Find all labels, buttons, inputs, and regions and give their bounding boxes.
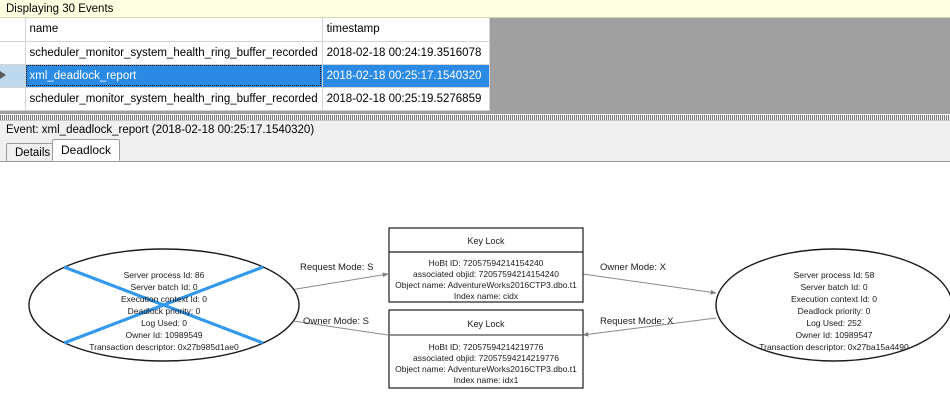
cell-timestamp[interactable]: 2018-02-18 00:24:19.3516078 [322, 41, 490, 65]
detail-tabstrip[interactable]: Details Deadlock [0, 139, 950, 161]
current-row-arrow-icon [0, 71, 6, 80]
resource-node-bottom[interactable]: Key Lock HoBt ID: 72057594214219776 asso… [388, 309, 584, 389]
resource-top-line-2: Object name: AdventureWorks2016CTP3.dbo.… [395, 280, 577, 290]
table-row[interactable]: scheduler_monitor_system_health_ring_buf… [0, 87, 490, 111]
edge-label-right-request-bottom: Request Mode: X [600, 316, 674, 327]
deadlock-graph-canvas[interactable]: Request Mode: S Owner Mode: X Owner Mode… [0, 161, 950, 393]
resource-bottom-line-3: Index name: idx1 [454, 375, 519, 385]
event-detail-pane: Event: xml_deadlock_report (2018-02-18 0… [0, 121, 950, 161]
table-row-selected[interactable]: xml_deadlock_report 2018-02-18 00:25:17.… [0, 64, 490, 88]
cell-timestamp[interactable]: 2018-02-18 00:25:17.1540320 [322, 64, 490, 88]
cell-name[interactable]: scheduler_monitor_system_health_ring_buf… [25, 41, 323, 65]
process-left-line-1: Server batch Id: 0 [130, 282, 197, 292]
process-right-line-3: Deadlock priority: 0 [798, 306, 871, 316]
resource-bottom-title: Key Lock [467, 319, 505, 329]
cell-name[interactable]: scheduler_monitor_system_health_ring_buf… [25, 87, 323, 111]
events-grid-area[interactable]: name timestamp scheduler_monitor_system_… [0, 18, 950, 114]
cell-timestamp[interactable]: 2018-02-18 00:25:19.5276859 [322, 87, 490, 111]
row-selector-cell[interactable] [0, 64, 26, 88]
resource-top-line-1: associated objid: 72057594214154240 [413, 269, 559, 279]
resource-node-top-shape[interactable] [388, 227, 584, 303]
resource-top-line-0: HoBt ID: 72057594214154240 [429, 258, 544, 268]
table-header-row: name timestamp [0, 18, 490, 42]
process-right-line-6: Transaction descriptor: 0x27ba15a4490 [759, 342, 909, 352]
cell-name[interactable]: xml_deadlock_report [25, 64, 323, 88]
pane-splitter[interactable] [0, 114, 950, 121]
status-banner: Displaying 30 Events [0, 0, 950, 18]
resource-top-line-3: Index name: cidx [454, 291, 519, 301]
process-left-line-6: Transaction descriptor: 0x27b985d1ae0 [89, 342, 239, 352]
process-right-line-2: Execution context Id: 0 [791, 294, 877, 304]
victim-cross-icon [63, 265, 264, 345]
row-selector-cell[interactable] [0, 41, 26, 65]
resource-bottom-line-2: Object name: AdventureWorks2016CTP3.dbo.… [395, 364, 577, 374]
process-right-line-4: Log Used: 252 [806, 318, 862, 328]
process-left-line-2: Execution context Id: 0 [121, 294, 207, 304]
status-banner-text: Displaying 30 Events [6, 2, 114, 15]
process-node-left[interactable]: Server process Id: 86 Server batch Id: 0… [28, 248, 300, 362]
event-title: Event: xml_deadlock_report (2018-02-18 0… [6, 124, 315, 136]
resource-node-top[interactable]: Key Lock HoBt ID: 72057594214154240 asso… [388, 227, 584, 303]
process-left-line-3: Deadlock priority: 0 [128, 306, 201, 316]
edge-top-owner-right[interactable]: Owner Mode: X [582, 262, 717, 295]
edge-label-top-owner-right: Owner Mode: X [600, 262, 667, 273]
resource-node-bottom-shape[interactable] [388, 309, 584, 389]
table-row[interactable]: scheduler_monitor_system_health_ring_buf… [0, 41, 490, 65]
resource-bottom-line-0: HoBt ID: 72057594214219776 [429, 342, 544, 352]
tab-deadlock[interactable]: Deadlock [52, 139, 121, 161]
column-header-name[interactable]: name [25, 18, 323, 42]
edge-label-bottom-owner-left: Owner Mode: S [303, 316, 369, 327]
column-header-timestamp[interactable]: timestamp [322, 18, 490, 42]
edge-right-request-bottom[interactable]: Request Mode: X [582, 316, 717, 337]
edge-label-left-request-top: Request Mode: S [300, 262, 373, 273]
process-left-line-0: Server process Id: 86 [124, 270, 205, 280]
row-selector-cell[interactable] [0, 87, 26, 111]
process-node-right[interactable]: Server process Id: 58 Server batch Id: 0… [715, 248, 950, 362]
resource-bottom-line-1: associated objid: 72057594214219776 [413, 353, 559, 363]
process-left-line-5: Owner Id: 10989549 [125, 330, 202, 340]
resource-top-title: Key Lock [467, 236, 505, 246]
process-node-right-shape[interactable] [715, 248, 950, 362]
column-header-selector[interactable] [0, 18, 26, 42]
process-right-line-5: Owner Id: 10989547 [795, 330, 872, 340]
process-right-line-1: Server batch Id: 0 [800, 282, 867, 292]
process-right-line-0: Server process Id: 58 [794, 270, 875, 280]
events-grid[interactable]: name timestamp scheduler_monitor_system_… [0, 18, 490, 111]
process-left-line-4: Log Used: 0 [141, 318, 187, 328]
